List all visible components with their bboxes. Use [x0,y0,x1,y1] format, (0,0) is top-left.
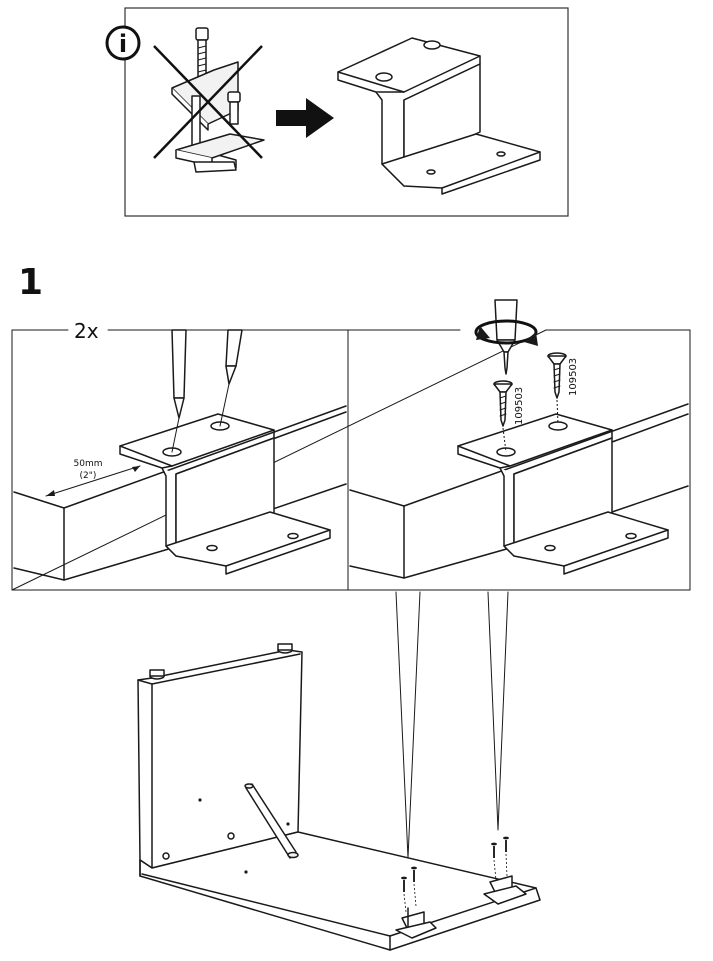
step-number: 1 [18,262,43,303]
marking-holes-illustration: 50mm (2") [13,329,347,581]
screw-icon [401,876,407,913]
z-bracket-illustration [337,37,541,195]
svg-text:i: i [119,30,127,58]
pencil-icon [219,329,243,427]
screw-icon [411,866,417,907]
screw-icon [493,380,513,453]
measurement-annotation: 50mm (2") [45,459,141,497]
screw-part-number: 109503 [514,387,525,425]
callout-lines [395,591,509,859]
pencil-icon [171,329,187,453]
measurement-label: 50mm [74,459,103,469]
info-panel: i [105,7,569,217]
screw-icon [547,352,567,425]
detail-panel: 2x [11,299,691,591]
clamp-crossed-out-illustration [153,27,265,173]
info-icon: i [105,25,141,61]
screw-part-number: 109503 [568,358,579,396]
screwing-illustration: 109503 109503 [349,299,689,579]
rotate-clockwise-icon [474,319,538,346]
screw-icon [503,836,509,877]
screwdriver-icon [494,299,518,375]
screw-icon [491,842,497,881]
assembly-overview-illustration [137,643,541,951]
quantity-label: 2x [74,319,99,343]
measurement-imperial-label: (2") [80,471,97,481]
replace-arrow-icon [276,98,334,138]
